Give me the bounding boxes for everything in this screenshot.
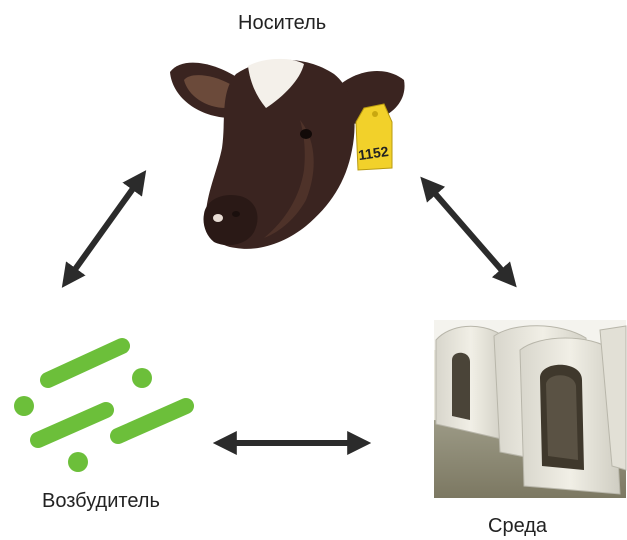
host-pathogen-arrow bbox=[66, 176, 142, 282]
bacterium-rod bbox=[118, 406, 186, 436]
calf-hutch-icon bbox=[434, 320, 626, 498]
cow-head-icon: 1152 bbox=[170, 59, 405, 249]
bacterium-rod bbox=[38, 410, 106, 440]
bacterium-rod bbox=[48, 346, 122, 380]
bacterium-coccus bbox=[68, 452, 88, 472]
bacterium-coccus bbox=[14, 396, 34, 416]
bacterium-coccus bbox=[132, 368, 152, 388]
bacteria-icon bbox=[14, 346, 186, 472]
host-environment-arrow bbox=[425, 182, 512, 282]
